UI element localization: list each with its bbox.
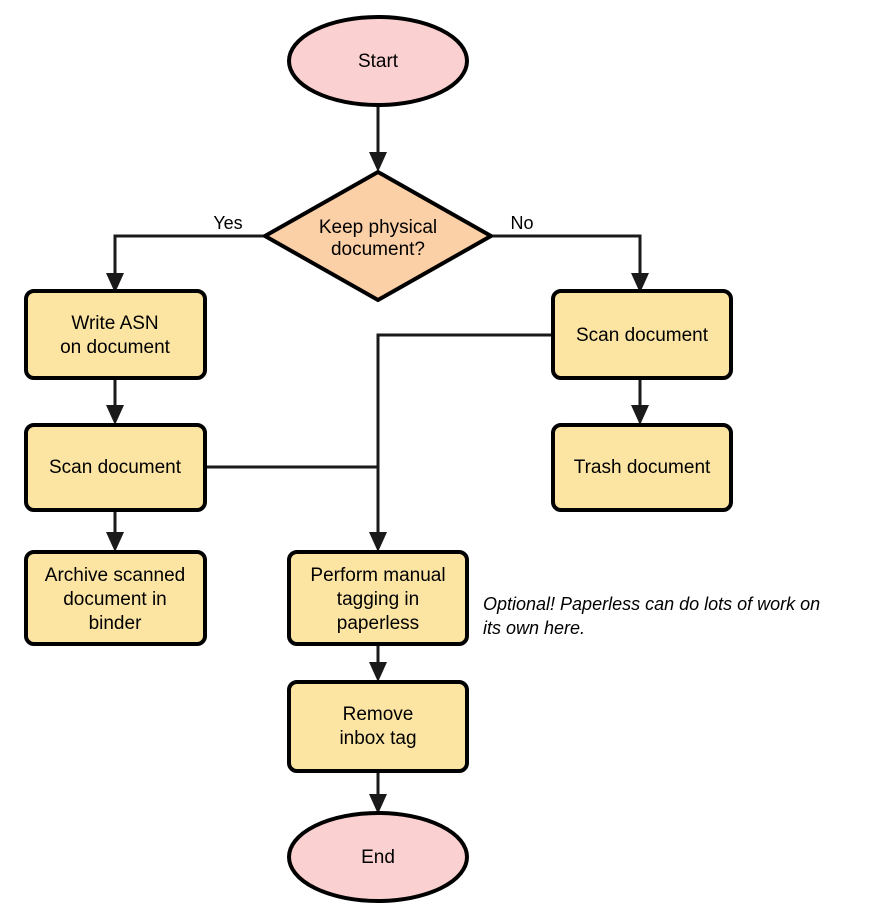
node-keep-physical-label-line1: Keep physical (319, 217, 437, 238)
edge-scan-right-to-trash (631, 378, 649, 425)
node-scan-document-left-label: Scan document (49, 457, 182, 478)
node-archive-in-binder[interactable]: Archive scanned document in binder (24, 550, 207, 646)
node-write-asn-label-line2: on document (60, 337, 171, 358)
node-archive-label-line1: Archive scanned (45, 565, 185, 586)
node-trash-document-label: Trash document (574, 457, 711, 478)
node-scan-document-left[interactable]: Scan document (24, 423, 207, 512)
node-archive-label-line2: document in (63, 589, 167, 610)
node-remove-inbox-tag[interactable]: Remove inbox tag (287, 680, 469, 773)
node-scan-document-right-label: Scan document (576, 325, 709, 346)
edge-label-yes: Yes (213, 213, 242, 233)
node-manual-tagging-label-line1: Perform manual (310, 565, 445, 586)
edge-manual-tagging-to-remove-inbox (369, 644, 387, 682)
node-remove-inbox-label-line1: Remove (343, 704, 414, 725)
node-manual-tagging[interactable]: Perform manual tagging in paperless (287, 550, 469, 646)
annotation-optional-note: Optional! Paperless can do lots of work … (483, 594, 820, 638)
node-end-label: End (361, 847, 395, 868)
node-remove-inbox-label-line2: inbox tag (339, 728, 416, 749)
node-keep-physical-document[interactable]: Keep physical document? (263, 170, 493, 302)
annotation-optional-note-line2: its own here. (483, 618, 585, 638)
edge-scan-right-to-manual-tagging (369, 333, 553, 552)
node-manual-tagging-label-line3: paperless (337, 613, 419, 634)
node-write-asn[interactable]: Write ASN on document (24, 289, 207, 380)
node-manual-tagging-label-line2: tagging in (337, 589, 419, 610)
edge-label-no: No (510, 213, 533, 233)
node-end[interactable]: End (287, 811, 469, 903)
node-start[interactable]: Start (287, 15, 469, 107)
edge-remove-inbox-to-end (369, 771, 387, 814)
node-start-label: Start (358, 51, 399, 72)
edge-decision-no-to-scan-right (491, 234, 649, 293)
edge-start-to-decision (369, 105, 387, 172)
node-trash-document[interactable]: Trash document (551, 423, 733, 512)
edge-decision-yes-to-write-asn (106, 234, 265, 293)
node-keep-physical-label-line2: document? (331, 239, 425, 260)
annotation-optional-note-line1: Optional! Paperless can do lots of work … (483, 594, 820, 614)
node-write-asn-label-line1: Write ASN (71, 313, 158, 334)
node-scan-document-right[interactable]: Scan document (551, 289, 733, 380)
edge-scan-left-to-archive (106, 510, 124, 552)
node-archive-label-line3: binder (89, 613, 142, 634)
edge-write-asn-to-scan-left (106, 378, 124, 425)
